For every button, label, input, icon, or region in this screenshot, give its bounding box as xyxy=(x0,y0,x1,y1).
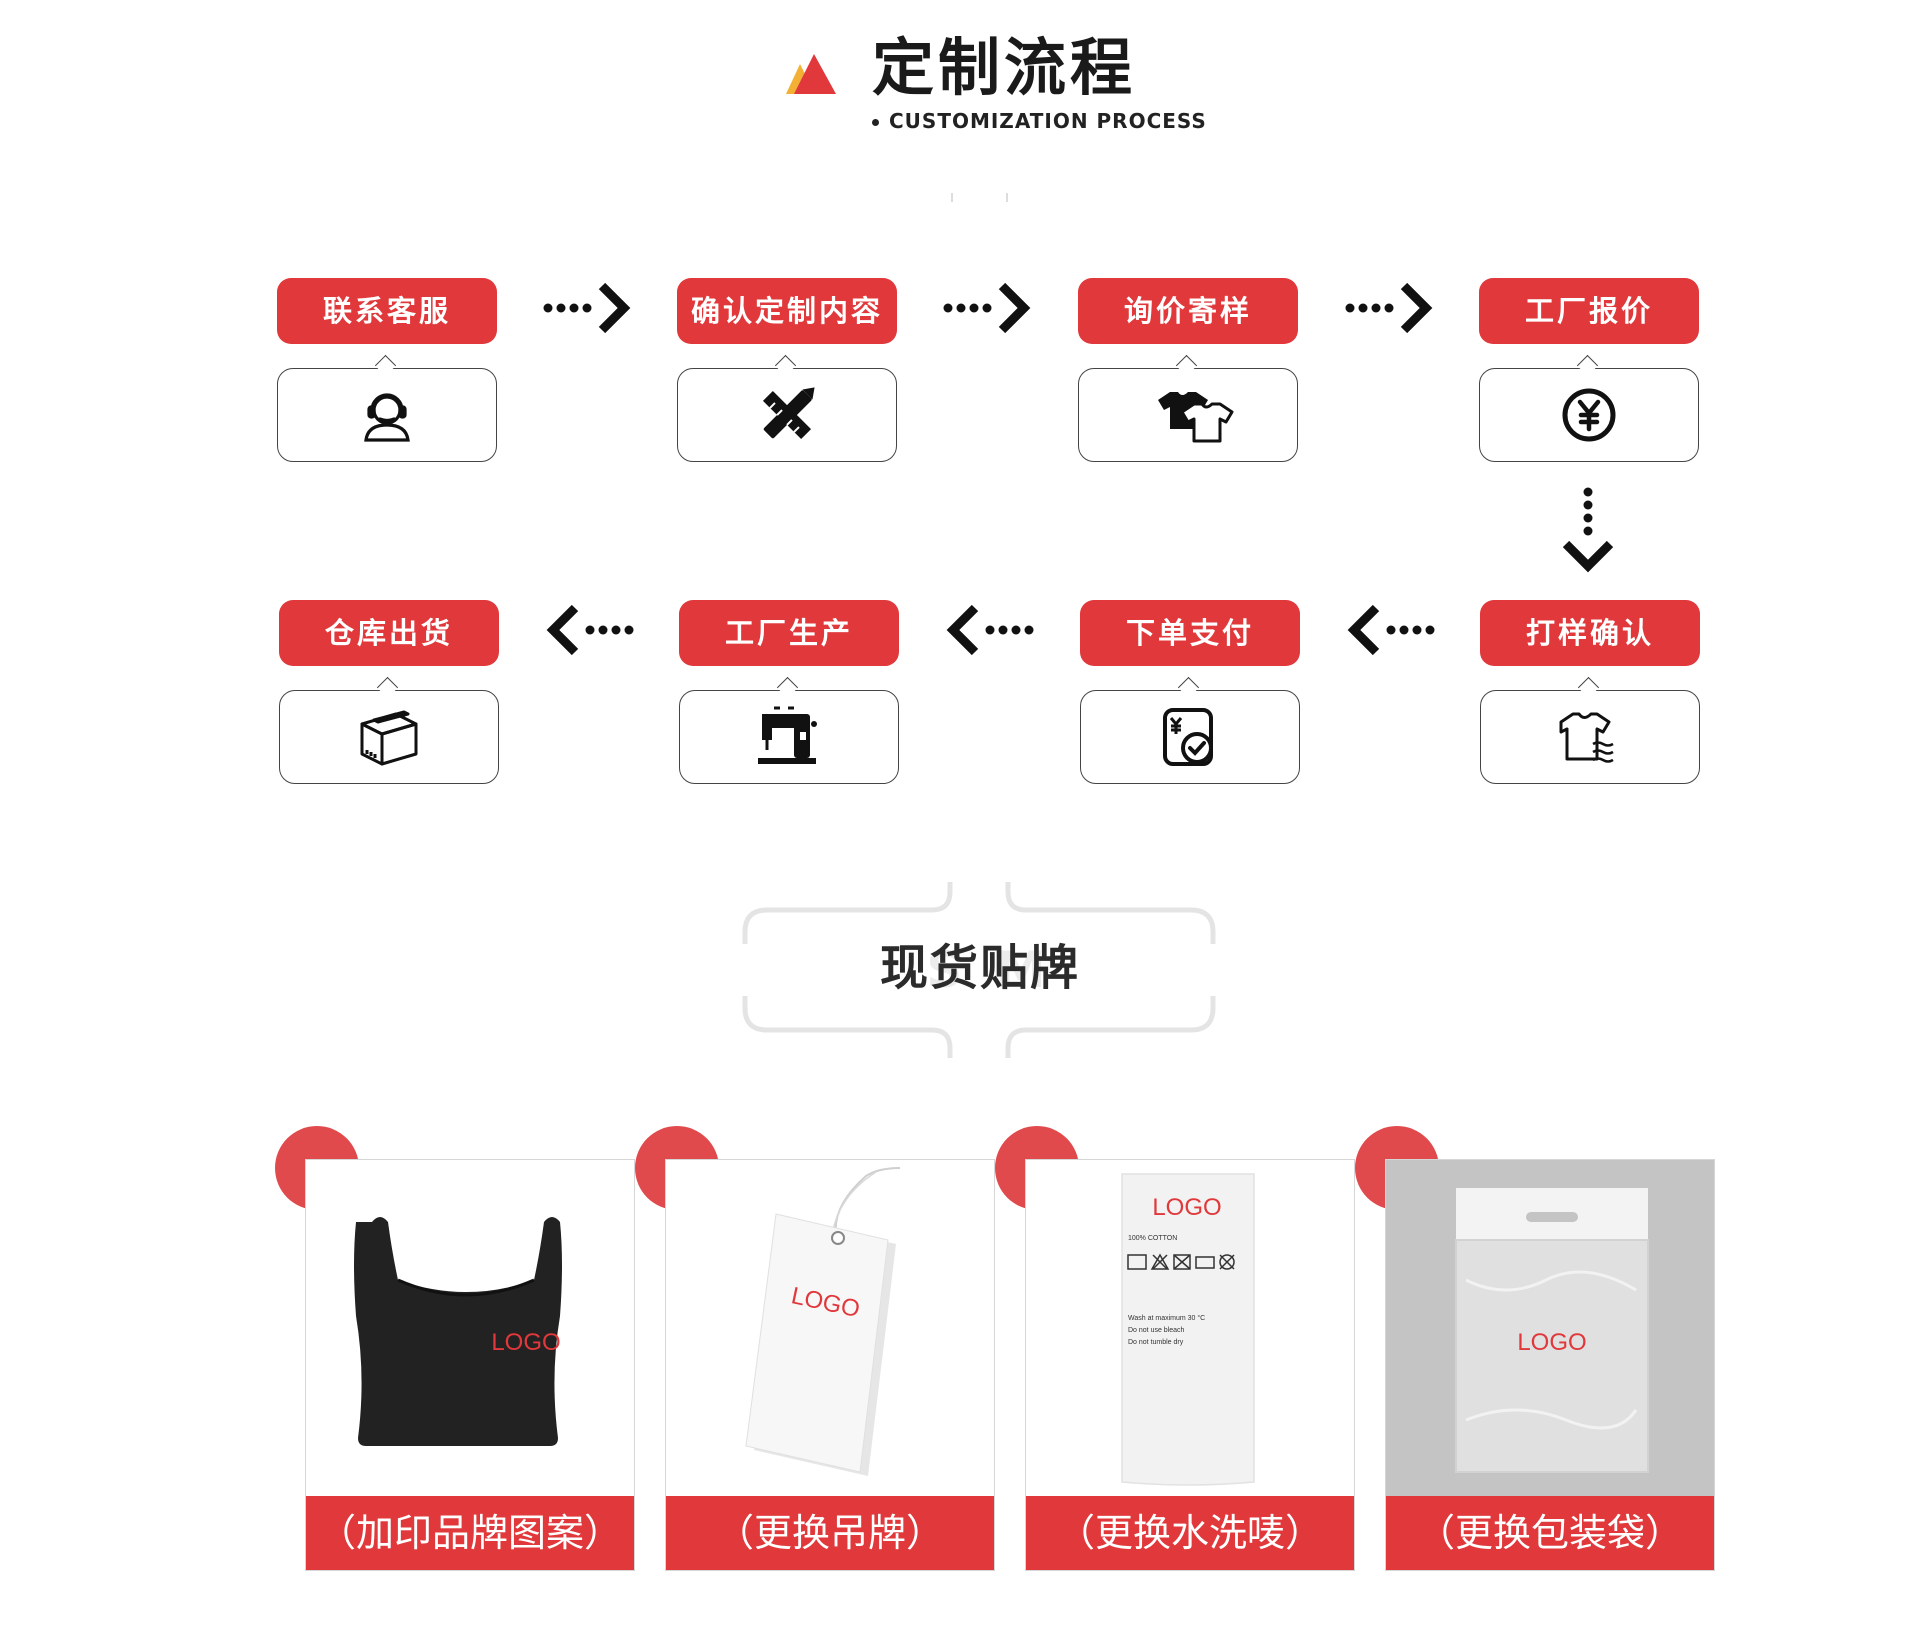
care-text-cotton: 100% COTTON xyxy=(1128,1235,1177,1242)
step-label: 工厂生产 xyxy=(679,600,899,666)
packaging-bag-image: LOGO xyxy=(1386,1160,1714,1496)
step-icon-box xyxy=(1480,690,1700,784)
process-step-sample-confirm: 打样确认 xyxy=(1480,600,1700,786)
arrow-down-icon xyxy=(1540,484,1636,580)
step-icon-box xyxy=(1080,690,1300,784)
card-label: （更换水洗唛） xyxy=(1026,1496,1354,1570)
section-title: 现货贴牌 xyxy=(879,940,1080,996)
arrow-right-icon xyxy=(540,278,636,338)
care-symbols-icon xyxy=(1127,1253,1235,1270)
section-title-frame: S M 现货贴牌 xyxy=(700,870,1260,1070)
care-text-dry: Do not tumble dry xyxy=(1128,1339,1184,1346)
care-text-bleach: Do not use bleach xyxy=(1128,1327,1185,1334)
step-icon-box xyxy=(279,690,499,784)
process-step-inquiry: 询价寄样 xyxy=(1078,278,1298,464)
step-icon-box xyxy=(677,368,897,462)
card-brand-print: LOGO （加印品牌图案） xyxy=(275,1126,635,1571)
payment-check-icon xyxy=(1163,708,1213,766)
t-shirts-icon xyxy=(1158,392,1234,443)
step-label: 联系客服 xyxy=(277,278,497,344)
hang-tag-image: LOGO xyxy=(745,1167,901,1476)
arrow-left-icon xyxy=(1342,600,1438,660)
card-body: LOGO （更换吊牌） xyxy=(665,1159,995,1571)
bullet-dot xyxy=(872,119,879,126)
design-pencil-ruler-icon xyxy=(762,387,815,440)
process-step-quote: 工厂报价 xyxy=(1479,278,1699,464)
step-label: 确认定制内容 xyxy=(677,278,897,344)
card-body: LOGO （更换包装袋） xyxy=(1385,1159,1715,1571)
arrow-right-icon xyxy=(1342,278,1438,338)
shirt-sample-icon xyxy=(1559,712,1614,763)
care-label-image: LOGO 100% COTTON Wash at maximum 30 °C D… xyxy=(1121,1173,1255,1486)
logo-text: LOGO xyxy=(1517,1329,1586,1356)
step-icon-box xyxy=(679,690,899,784)
card-packaging-bag: LOGO （更换包装袋） xyxy=(1355,1126,1715,1571)
title-frame-decoration xyxy=(742,882,1216,1058)
card-care-label: LOGO 100% COTTON Wash at maximum 30 °C D… xyxy=(995,1126,1355,1571)
package-box-icon xyxy=(360,710,418,766)
page-title: 定制流程 xyxy=(872,31,1137,104)
yuan-coin-icon xyxy=(1562,388,1616,442)
arrow-left-icon xyxy=(941,600,1037,660)
logo-text: LOGO xyxy=(491,1329,560,1356)
customer-service-icon xyxy=(364,393,410,442)
card-body: LOGO （加印品牌图案） xyxy=(305,1159,635,1571)
step-label: 询价寄样 xyxy=(1078,278,1298,344)
card-label: （加印品牌图案） xyxy=(306,1496,634,1570)
subtitle-text: CUSTOMIZATION PROCESS xyxy=(889,109,1207,133)
step-icon-box xyxy=(277,368,497,462)
card-hang-tag: LOGO （更换吊牌） xyxy=(635,1126,995,1571)
step-label: 打样确认 xyxy=(1480,600,1700,666)
process-step-payment: 下单支付 xyxy=(1080,600,1300,786)
card-label: （更换吊牌） xyxy=(666,1496,994,1570)
care-text-wash: Wash at maximum 30 °C xyxy=(1128,1314,1205,1322)
sewing-machine-icon xyxy=(758,706,817,764)
process-step-shipping: 仓库出货 xyxy=(279,600,499,786)
arrow-left-icon xyxy=(541,600,637,660)
arrow-right-icon xyxy=(940,278,1036,338)
step-icon-box xyxy=(1078,368,1298,462)
header: 定制流程 CUSTOMIZATION PROCESS xyxy=(0,0,1920,202)
step-label: 仓库出货 xyxy=(279,600,499,666)
process-step-confirm: 确认定制内容 xyxy=(677,278,897,464)
process-step-production: 工厂生产 xyxy=(679,600,899,786)
step-icon-box xyxy=(1479,368,1699,462)
card-label: （更换包装袋） xyxy=(1386,1496,1714,1570)
step-label: 工厂报价 xyxy=(1479,278,1699,344)
triangle-logo-icon xyxy=(786,54,836,94)
card-body: LOGO 100% COTTON Wash at maximum 30 °C D… xyxy=(1025,1159,1355,1571)
tank-top-image: LOGO xyxy=(354,1217,562,1446)
section-bg-letters: S M xyxy=(926,941,1054,999)
process-step-contact: 联系客服 xyxy=(277,278,497,464)
page-subtitle: CUSTOMIZATION PROCESS xyxy=(872,108,1207,134)
logo-text: LOGO xyxy=(1152,1194,1221,1221)
step-label: 下单支付 xyxy=(1080,600,1300,666)
